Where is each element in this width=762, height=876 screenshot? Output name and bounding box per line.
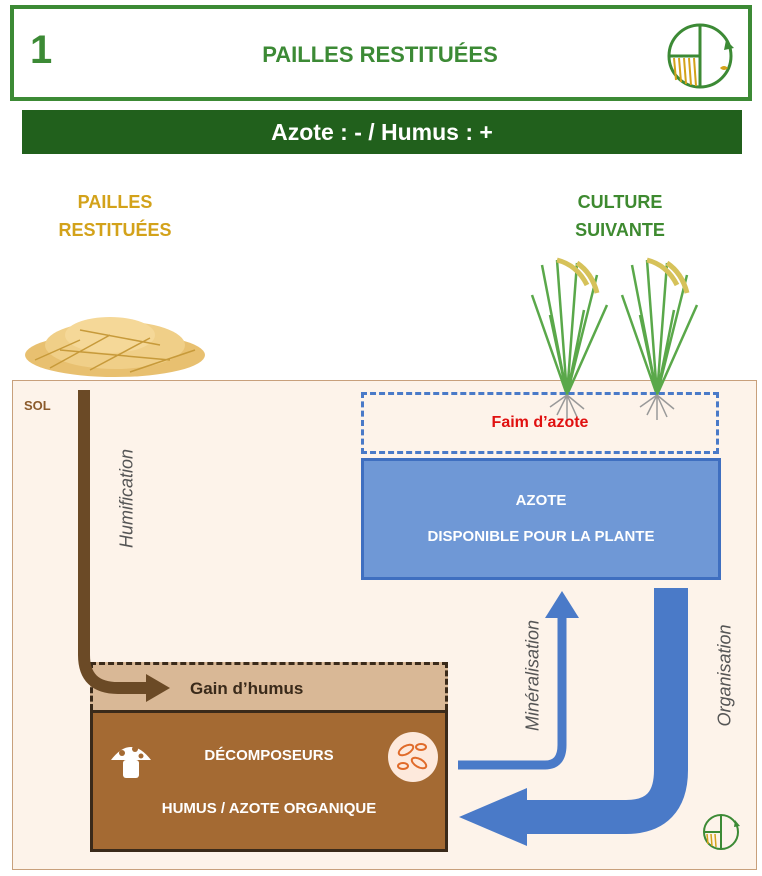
available-nitrogen-line2: DISPONIBLE POUR LA PLANTE bbox=[427, 528, 655, 545]
crop-label-line1: CULTURE bbox=[577, 192, 663, 212]
straw-label: PAILLES RESTITUÉES bbox=[40, 188, 190, 244]
cycle-logo-icon bbox=[667, 23, 734, 89]
organisation-arrow bbox=[525, 588, 688, 834]
organisation-arrowhead bbox=[459, 788, 527, 846]
nitrogen-hunger-box bbox=[361, 392, 719, 454]
decomposers-box bbox=[90, 710, 448, 852]
crop-label-line2: SUIVANTE bbox=[575, 220, 665, 240]
nitrogen-hunger-label: Faim d’azote bbox=[491, 414, 589, 431]
humification-arrowhead bbox=[146, 674, 170, 702]
rice-plant-icon bbox=[620, 257, 699, 420]
mushroom-icon bbox=[111, 746, 151, 778]
sheet-number: 1 bbox=[30, 28, 53, 72]
mineralisation-label: Minéralisation bbox=[522, 619, 543, 732]
organic-nitrogen-label: HUMUS / AZOTE ORGANIQUE bbox=[161, 800, 377, 817]
mineralisation-arrowhead bbox=[545, 591, 579, 618]
organisation-label: Organisation bbox=[714, 624, 735, 727]
rice-plant-icon bbox=[530, 257, 609, 420]
cycle-logo-icon bbox=[703, 814, 740, 850]
straw-label-line2: RESTITUÉES bbox=[58, 220, 172, 240]
humification-arrow bbox=[78, 390, 148, 694]
straw-pile-icon bbox=[25, 317, 205, 377]
header-box bbox=[10, 5, 752, 101]
available-nitrogen-box bbox=[361, 458, 721, 580]
bacteria-icon bbox=[388, 732, 438, 782]
crop-label: CULTURE SUIVANTE bbox=[540, 188, 700, 244]
page-title: PAILLES RESTITUÉES bbox=[262, 42, 498, 67]
soil-label: SOL bbox=[24, 398, 51, 413]
humification-label: Humification bbox=[116, 448, 137, 549]
mineralisation-arrow bbox=[458, 616, 567, 770]
available-nitrogen-line1: AZOTE bbox=[515, 492, 567, 509]
straw-label-line1: PAILLES bbox=[77, 192, 153, 212]
decomposers-label: DÉCOMPOSEURS bbox=[204, 747, 334, 764]
humus-gain-label: Gain d’humus bbox=[190, 679, 304, 698]
subheader-banner: Azote : - / Humus : + bbox=[22, 110, 742, 154]
